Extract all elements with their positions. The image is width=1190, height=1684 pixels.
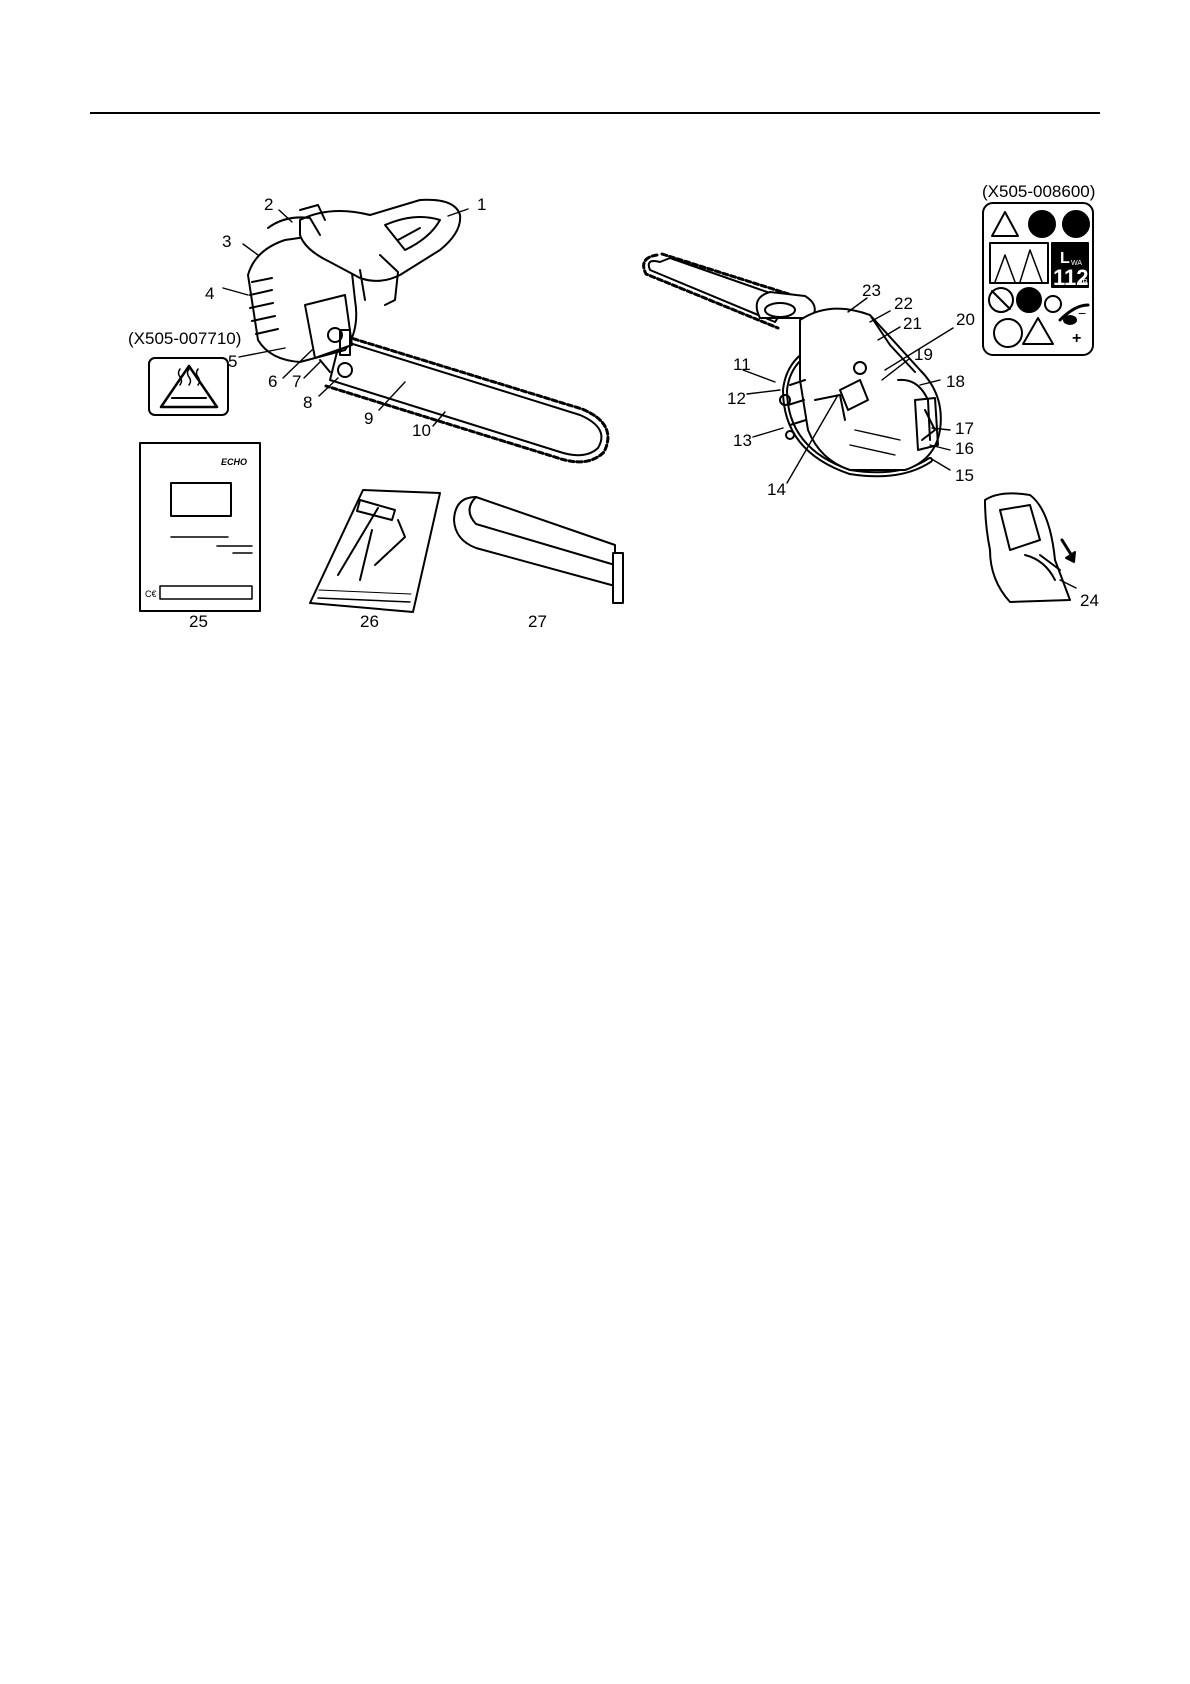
decal-code-left: (X505-007710)	[128, 330, 241, 347]
sound-level-unit: dB	[1078, 278, 1088, 287]
chain-brake-inset	[985, 493, 1076, 602]
manual-brand: ECHO	[221, 457, 247, 467]
callout-21: 21	[903, 315, 922, 332]
callout-4: 4	[205, 285, 214, 302]
callout-19: 19	[914, 346, 933, 363]
callout-20: 20	[956, 311, 975, 328]
operators-manual	[140, 443, 260, 611]
callout-16: 16	[955, 440, 974, 457]
guide-bar-cover	[454, 497, 623, 603]
callout-11: 11	[733, 356, 751, 373]
callout-13: 13	[733, 432, 752, 449]
callout-10: 10	[412, 422, 431, 439]
callout-3: 3	[222, 233, 231, 250]
callout-9: 9	[364, 410, 373, 427]
callout-26: 26	[360, 613, 379, 630]
tool-kit-pouch	[310, 490, 440, 612]
callout-27: 27	[528, 613, 547, 630]
callout-17: 17	[955, 420, 974, 437]
callout-15: 15	[955, 467, 974, 484]
callout-12: 12	[727, 390, 746, 407]
callout-14: 14	[767, 481, 786, 498]
callout-24: 24	[1080, 592, 1099, 609]
callout-23: 23	[862, 282, 881, 299]
decal-plus: +	[1072, 330, 1081, 347]
callout-8: 8	[303, 394, 312, 411]
callout-1: 1	[477, 196, 486, 213]
callout-7: 7	[292, 373, 301, 390]
hot-surface-warning-decal	[149, 358, 228, 415]
callout-2: 2	[264, 196, 273, 213]
callout-22: 22	[894, 295, 913, 312]
right-chainsaw	[644, 254, 941, 474]
callout-6: 6	[268, 373, 277, 390]
decal-code-right: (X505-008600)	[982, 183, 1095, 200]
callout-18: 18	[946, 373, 965, 390]
callout-5: 5	[228, 353, 237, 370]
callout-25: 25	[189, 613, 208, 630]
chainsaw-parts-diagram: L WA 112 dB − + ECHO C€	[0, 0, 1190, 700]
guide-bar-left	[330, 340, 601, 455]
manual-ce-mark: C€	[145, 589, 157, 599]
decal-minus: −	[1078, 305, 1086, 321]
